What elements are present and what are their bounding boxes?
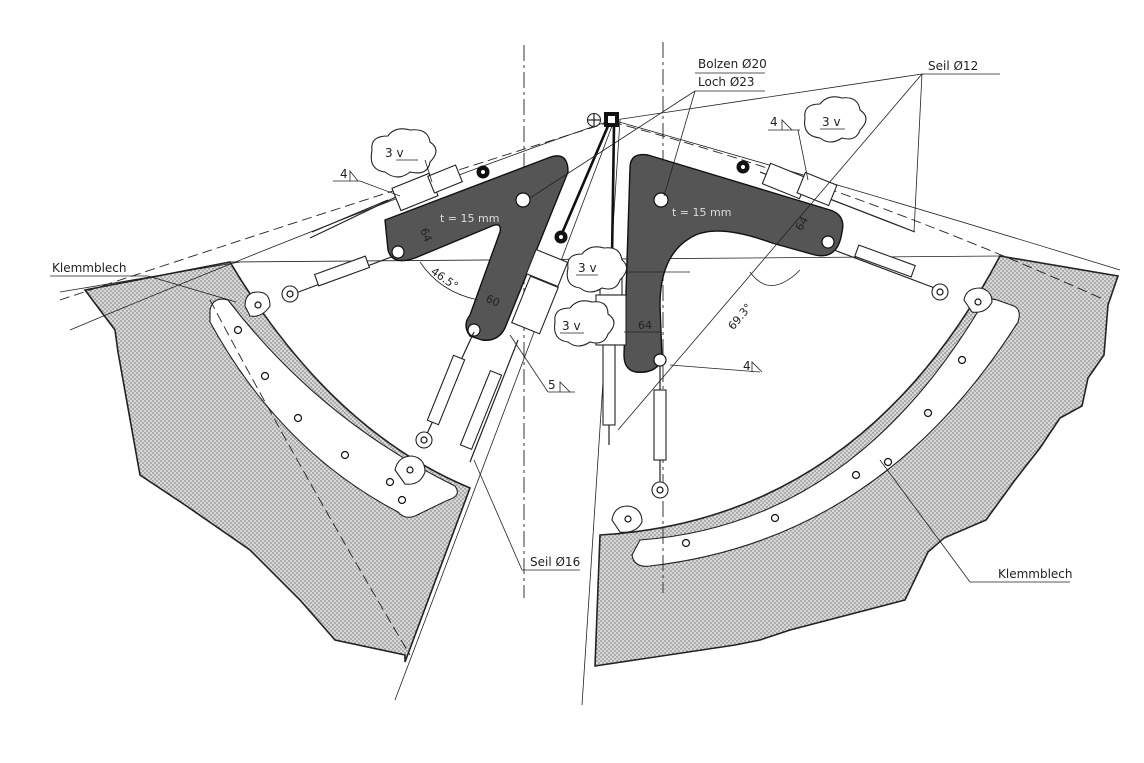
label-klemmblech-left: Klemmblech [50,261,237,303]
weld-symbol-5: 5 [509,334,575,393]
weld-symbol-bottom: 4 [669,359,763,373]
dim-64-left: 64 [417,226,434,244]
left-clamp-strip [209,298,458,518]
turnbuckle-right-upper [759,162,916,233]
left-plate-hole-top [515,192,531,208]
left-plate-hole-bottom [467,323,481,337]
svg-text:4: 4 [340,167,348,181]
anchor-point [586,112,619,128]
angle-label-right: 69.3° [726,301,755,332]
left-hatched-section [83,261,472,663]
dashed-line-right [611,121,1106,301]
svg-text:Seil Ø16: Seil Ø16 [530,555,580,569]
weld-cloud-1: 3 v [370,128,437,183]
dim-64-right: 64 [793,214,811,233]
construction-arc-right [611,119,1121,271]
right-clamp-holes [681,355,967,548]
left-plate-thickness: t = 15 mm [440,212,499,225]
label-seil-16: Seil Ø16 [473,459,580,571]
turnbuckle-center-left [459,125,610,463]
label-seil-12: Seil Ø12 [614,59,1000,431]
svg-text:3 v: 3 v [385,146,404,160]
cable-line-left-long [394,117,616,701]
svg-text:4: 4 [743,359,751,373]
left-clamp-holes [233,325,407,505]
svg-text:3 v: 3 v [578,261,597,275]
turnbuckle-left-upper [309,164,463,239]
svg-text:Klemmblech: Klemmblech [52,261,127,275]
left-plate-hole-left [391,245,405,259]
label-klemmblech-right: Klemmblech [879,459,1073,583]
construction-arc-left [69,119,613,331]
right-steel-plate [623,153,844,373]
turnbuckle-right-bottom [651,366,669,499]
dim-60: 60 [484,292,502,310]
weld-cloud-3: 3 v [553,300,615,347]
angle-arc-left [419,261,479,301]
dashed-line-lower-left [209,299,411,656]
clamp-lugs [244,287,993,533]
right-clamp-strip [631,298,1020,567]
dashed-line-left [59,121,611,301]
weld-cloud-4: 3 v [804,96,867,143]
right-plate-thickness: t = 15 mm [672,206,731,219]
svg-text:3 v: 3 v [562,319,581,333]
weld-symbol-right: 4 [768,115,809,181]
svg-text:4: 4 [770,115,778,129]
svg-text:Loch Ø23: Loch Ø23 [698,75,755,89]
angle-label-left: 46.5° [428,265,460,293]
turnbuckle-left-bottom [415,331,475,449]
svg-text:5: 5 [548,378,556,392]
turnbuckle-left-lower [281,255,395,303]
svg-text:Seil Ø12: Seil Ø12 [928,59,978,73]
right-plate-hole-bottom [653,353,667,367]
right-plate-hole-top [653,192,669,208]
right-plate-hole-right [821,235,835,249]
label-bolzen-loch: Bolzen Ø20 Loch Ø23 [529,57,767,199]
turnbuckle-right-lower [833,244,949,301]
weld-symbol-left: 4 [333,167,401,197]
dim-64-bottom: 64 [638,319,652,332]
svg-text:Klemmblech: Klemmblech [998,567,1073,581]
angle-arc-right [749,269,801,286]
weld-cloud-2: 3 v [566,246,628,293]
svg-text:3 v: 3 v [822,115,841,129]
svg-text:Bolzen Ø20: Bolzen Ø20 [698,57,767,71]
